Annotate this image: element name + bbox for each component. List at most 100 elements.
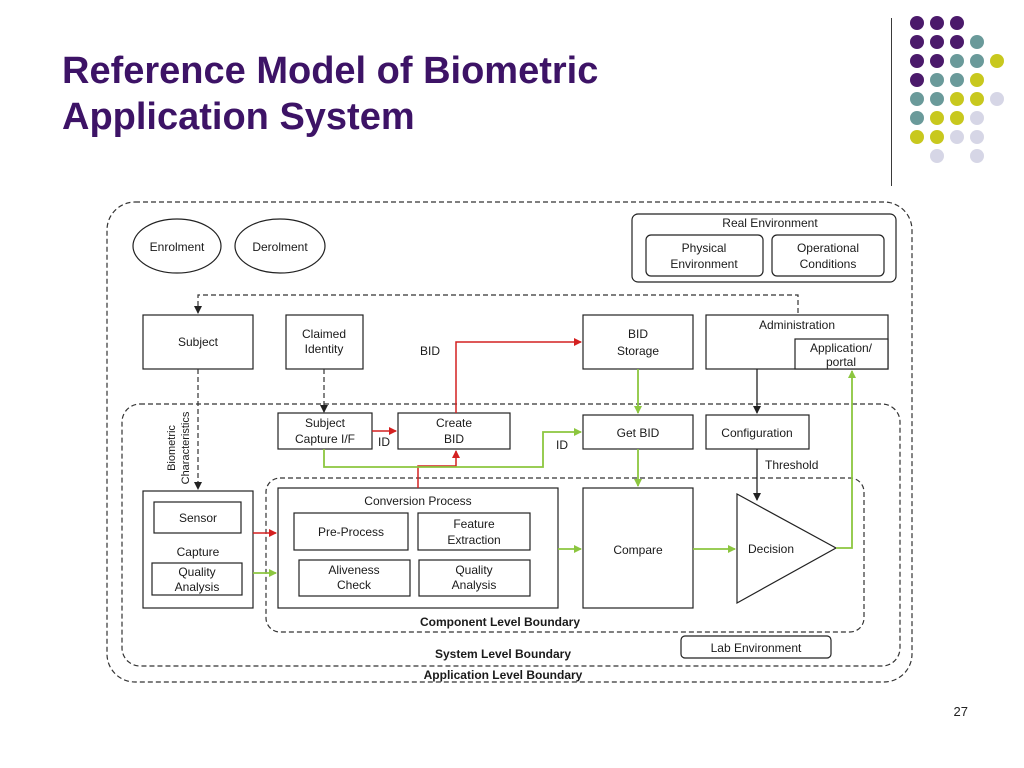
enrolment-label: Enrolment <box>150 240 205 254</box>
physical-environment-line-2: Environment <box>670 257 738 271</box>
decorative-dot <box>930 111 944 125</box>
conversion-quality-analysis-line-2: Analysis <box>452 578 497 592</box>
configuration-box <box>705 414 810 450</box>
compare-box <box>582 487 694 609</box>
conversion-quality-analysis-box <box>418 559 531 597</box>
create-bid-to-bid-storage-arrow <box>455 338 582 413</box>
decorative-dot <box>990 54 1004 68</box>
decorative-dot <box>930 92 944 106</box>
decorative-dot <box>910 54 924 68</box>
decorative-dot <box>930 73 944 87</box>
operational-conditions-line-2: Conditions <box>800 257 857 271</box>
physical-environment-line-1: Physical <box>682 241 727 255</box>
create-bid-line-2: BID <box>444 432 464 446</box>
application-level-boundary <box>106 201 913 683</box>
decorative-dot <box>970 111 984 125</box>
bid-storage-line-1: BID <box>628 327 648 341</box>
title-line-2: Application System <box>62 96 415 138</box>
page-number: 27 <box>953 704 968 719</box>
feature-extraction-line-2: Extraction <box>447 533 500 547</box>
application-portal-box <box>794 338 889 370</box>
decorative-dot <box>970 130 984 144</box>
create-bid-box <box>397 412 511 450</box>
administration-to-subject-dashed-arrow <box>194 294 799 314</box>
lab-environment-label: Lab Environment <box>711 641 802 655</box>
decorative-dot <box>970 54 984 68</box>
decorative-dot <box>930 35 944 49</box>
decorative-dot <box>950 54 964 68</box>
system-level-boundary <box>121 403 901 667</box>
aliveness-check-line-2: Check <box>337 578 372 592</box>
create-bid-line-1: Create <box>436 416 472 430</box>
operational-conditions-line-1: Operational <box>797 241 859 255</box>
decorative-dot <box>950 16 964 30</box>
decorative-dot <box>910 73 924 87</box>
decision-to-application-portal-arrow <box>836 370 856 549</box>
capture-label: Capture <box>177 545 220 559</box>
id-label-get-bid: ID <box>556 438 568 452</box>
subject-capture-if-line-1: Subject <box>305 416 346 430</box>
conversion-quality-analysis-line-1: Quality <box>455 563 492 577</box>
decorative-dot <box>930 16 944 30</box>
title-divider <box>891 18 892 186</box>
capture-quality-analysis-box <box>151 562 243 596</box>
slide-title: Reference Model of Biometric Application… <box>62 48 862 140</box>
application-portal-line-1: Application/ <box>810 341 873 355</box>
sensor-box <box>153 501 242 534</box>
decorative-dot <box>950 92 964 106</box>
decorative-dot <box>970 35 984 49</box>
title-line-1: Reference Model of Biometric <box>62 50 599 92</box>
application-portal-line-2: portal <box>826 355 856 369</box>
administration-label: Administration <box>759 318 835 332</box>
bid-storage-line-2: Storage <box>617 344 659 358</box>
pre-process-label: Pre-Process <box>318 525 384 539</box>
decorative-dot <box>930 149 944 163</box>
claimed-identity-line-2: Identity <box>305 342 344 356</box>
decorative-dot <box>910 16 924 30</box>
claimed-identity-box <box>285 314 364 370</box>
decorative-dot <box>970 73 984 87</box>
get-bid-label: Get BID <box>617 426 660 440</box>
operational-conditions-box <box>771 234 885 277</box>
conversion-process-label: Conversion Process <box>364 494 471 508</box>
compare-label: Compare <box>613 543 663 557</box>
decorative-dot <box>910 35 924 49</box>
real-environment-label: Real Environment <box>722 216 818 230</box>
derolment-label: Derolment <box>252 240 308 254</box>
application-level-boundary-label: Application Level Boundary <box>424 668 583 682</box>
aliveness-check-box <box>298 559 411 597</box>
decorative-dot <box>990 92 1004 106</box>
decorative-dot <box>930 54 944 68</box>
bid-arrow-label: BID <box>420 344 440 358</box>
system-level-boundary-label: System Level Boundary <box>435 647 571 661</box>
decorative-dot <box>950 130 964 144</box>
subject-capture-if-box <box>277 412 373 450</box>
capture-quality-analysis-line-1: Quality <box>178 565 215 579</box>
capture-quality-analysis-line-2: Analysis <box>175 580 220 594</box>
decorative-dot <box>910 92 924 106</box>
biometric-characteristics-line-1: Biometric <box>166 425 178 471</box>
decorative-dot <box>910 111 924 125</box>
id-label-capture: ID <box>378 435 390 449</box>
enrolment-ellipse <box>132 218 222 274</box>
lab-environment-box <box>680 635 832 659</box>
component-level-boundary-label: Component Level Boundary <box>420 615 580 629</box>
component-level-boundary <box>265 477 865 633</box>
subject-capture-if-line-2: Capture I/F <box>295 432 355 446</box>
decorative-dot <box>950 111 964 125</box>
subject-label: Subject <box>178 335 219 349</box>
decorative-dot <box>950 73 964 87</box>
get-bid-box <box>582 414 694 450</box>
decision-triangle <box>736 492 838 605</box>
threshold-label: Threshold <box>765 458 818 472</box>
decision-label: Decision <box>748 542 794 556</box>
subject-box <box>142 314 254 370</box>
aliveness-check-line-1: Aliveness <box>328 563 379 577</box>
conversion-to-create-bid-arrow <box>417 450 460 488</box>
decorative-dot <box>930 130 944 144</box>
feature-extraction-line-1: Feature <box>453 517 495 531</box>
claimed-identity-line-1: Claimed <box>302 327 346 341</box>
capture-if-id-to-get-bid-arrow <box>323 428 582 468</box>
biometric-characteristics-line-2: Characteristics <box>180 411 192 484</box>
decorative-dot <box>910 130 924 144</box>
